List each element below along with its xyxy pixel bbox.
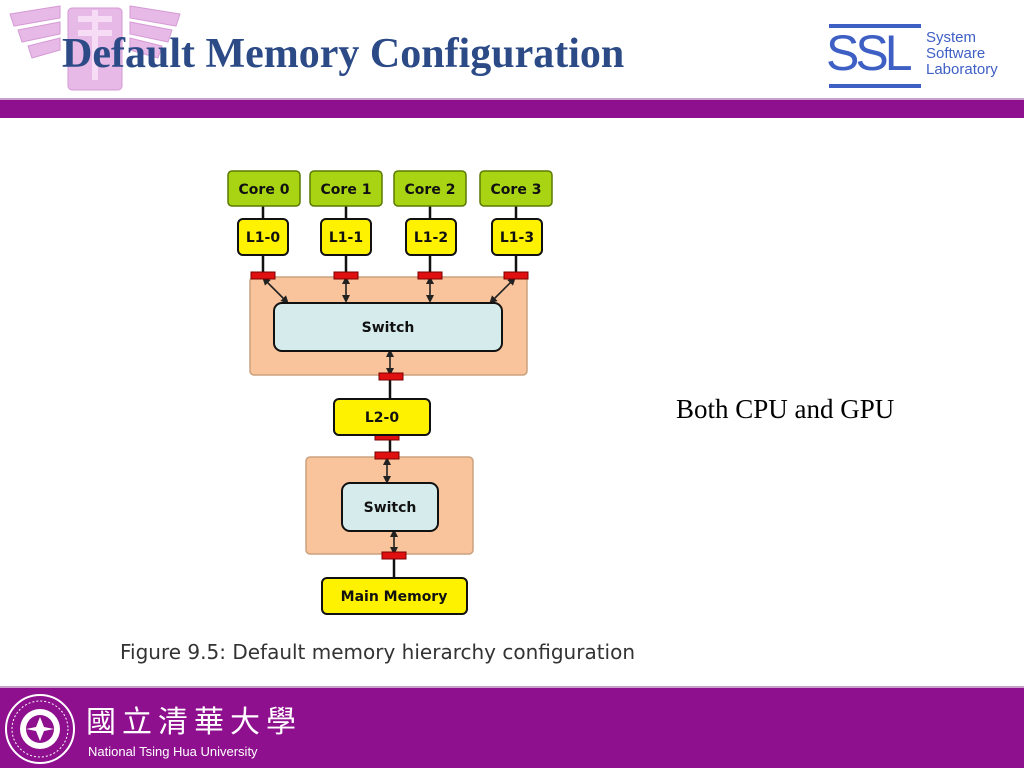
l1-0-label: L1-0 — [246, 230, 280, 246]
top-switch-label: Switch — [362, 320, 415, 336]
port-l1-2 — [417, 271, 443, 280]
ssl-line-laboratory: Laboratory — [926, 61, 998, 78]
port-switch-l2 — [378, 372, 404, 381]
l1-3-box — [491, 218, 543, 256]
core-2-box — [393, 170, 467, 207]
core-1-label: Core 1 — [321, 182, 372, 198]
side-note: Both CPU and GPU — [676, 394, 895, 424]
ssl-top-bar — [829, 24, 921, 28]
core-2-label: Core 2 — [405, 182, 456, 198]
l1-3-label: L1-3 — [500, 230, 534, 246]
university-name-english: National Tsing Hua University — [88, 744, 258, 759]
port-l1-3 — [503, 271, 529, 280]
header-divider-line — [0, 98, 1024, 100]
ssl-logo-mark: SSL — [826, 22, 921, 92]
top-switch-box — [273, 302, 503, 352]
footer-band — [0, 688, 1024, 768]
l1-2-label: L1-2 — [414, 230, 448, 246]
l1-0-box — [237, 218, 289, 256]
slide-title: Default Memory Configuration — [62, 31, 625, 77]
ssl-line-software: Software — [926, 45, 986, 62]
footer-divider-line — [0, 686, 1024, 688]
bottom-switch-label: Switch — [364, 500, 417, 516]
l2-0-box — [333, 398, 431, 436]
header-band — [0, 100, 1024, 118]
port-switch2-out — [381, 551, 407, 560]
bottom-switch-box — [341, 482, 439, 532]
nthu-header-logo — [9, 5, 181, 91]
main-memory-label: Main Memory — [341, 589, 448, 605]
core-0-box — [227, 170, 301, 207]
port-l1-1 — [333, 271, 359, 280]
main-memory-box — [321, 577, 468, 615]
ssl-line-system: System — [926, 29, 977, 46]
core-3-box — [479, 170, 553, 207]
arrow-l1-0-switch — [262, 277, 289, 304]
core-1-box — [309, 170, 383, 207]
l2-0-label: L2-0 — [365, 410, 399, 426]
l1-1-label: L1-1 — [329, 230, 363, 246]
l1-2-box — [405, 218, 457, 256]
core-0-label: Core 0 — [239, 182, 290, 198]
university-seal-icon — [5, 694, 75, 764]
l1-1-box — [320, 218, 372, 256]
ssl-mark-text: SSL — [826, 25, 912, 81]
arrow-l1-3-switch — [489, 277, 516, 304]
memory-hierarchy-diagram: Core 0 Core 1 Core 2 Core 3 L1-0 L1-1 L1… — [227, 170, 553, 615]
figure-caption: Figure 9.5: Default memory hierarchy con… — [120, 640, 636, 664]
port-l1-0 — [250, 271, 276, 280]
port-switch2-in — [374, 451, 400, 460]
university-name-chinese: 國立清華大學 — [86, 705, 302, 740]
ssl-bottom-bar — [829, 84, 921, 88]
core-3-label: Core 3 — [491, 182, 542, 198]
ssl-logo-text: System Software Laboratory — [926, 30, 998, 78]
